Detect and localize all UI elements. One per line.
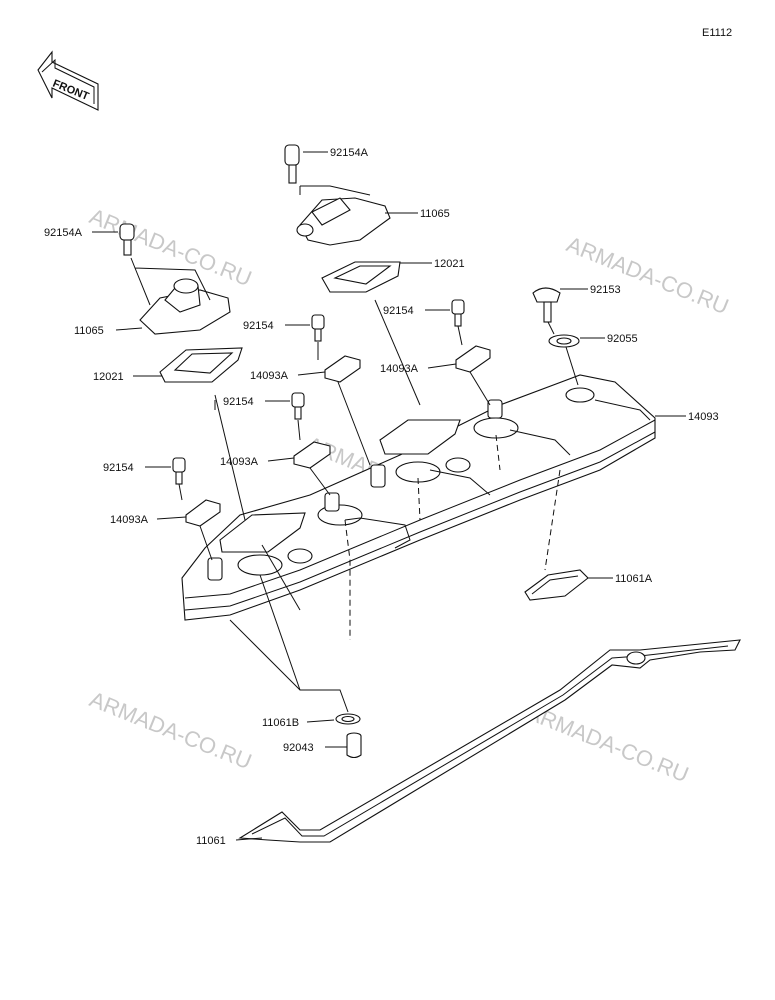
- label-14093A-c: 14093A: [220, 456, 259, 468]
- label-92154-d: 92154: [103, 462, 134, 474]
- bolt-92153: [532, 287, 561, 323]
- assembly-lines: [130, 185, 579, 713]
- watermark: ARMADA-CO.RU: [523, 699, 692, 787]
- watermark: ARMADA-CO.RU: [86, 203, 255, 291]
- label-11065-left: 11065: [74, 325, 104, 337]
- label-14093A-d: 14093A: [110, 514, 149, 526]
- grommet-14093A-c: [293, 441, 331, 469]
- breather-cover-11065-top: [296, 197, 391, 246]
- grommet-14093A-a: [324, 355, 361, 383]
- gasket-12021-top: [321, 261, 401, 293]
- label-92154-b: 92154: [383, 305, 414, 317]
- label-11065-top: 11065: [420, 208, 450, 220]
- bolt-92154-b: [451, 299, 465, 327]
- cylinder-head-cover-14093: [181, 374, 656, 621]
- diagram-code: E1112: [702, 27, 732, 39]
- label-12021-top: 12021: [434, 258, 465, 270]
- gasket-11061: [238, 639, 741, 843]
- label-11061: 11061: [196, 835, 226, 847]
- bolt-92154-a: [311, 314, 325, 342]
- label-92154A-top: 92154A: [330, 147, 369, 159]
- dowel-92043: [346, 732, 362, 759]
- bolt-92154A-top: [284, 144, 300, 184]
- label-92043: 92043: [283, 742, 314, 754]
- gasket-11061A: [524, 569, 589, 601]
- bolt-92154-c: [291, 392, 305, 420]
- front-arrow-icon: FRONT: [37, 50, 99, 111]
- label-92154-c: 92154: [223, 396, 254, 408]
- gasket-12021-left: [159, 347, 243, 383]
- breather-cover-11065-left: [139, 278, 231, 335]
- label-14093A-b: 14093A: [380, 363, 419, 375]
- grommet-14093A-d: [185, 499, 221, 527]
- label-14093A-a: 14093A: [250, 370, 289, 382]
- washer-92055: [548, 334, 580, 348]
- watermark: ARMADA-CO.RU: [563, 231, 732, 319]
- label-11061A: 11061A: [615, 573, 653, 585]
- grommet-14093A-b: [455, 345, 491, 373]
- label-11061B: 11061B: [262, 717, 299, 729]
- label-92153: 92153: [590, 284, 621, 296]
- seal-11061B: [335, 713, 361, 725]
- bolt-92154A-left: [119, 223, 135, 256]
- label-12021-left: 12021: [93, 371, 124, 383]
- watermark: ARMADA-CO.RU: [86, 686, 255, 774]
- part-labels: 92154A 11065 92154A 12021 92153 11065 92…: [44, 147, 719, 847]
- label-14093: 14093: [688, 411, 719, 423]
- label-92055: 92055: [607, 333, 638, 345]
- label-92154A-left: 92154A: [44, 227, 83, 239]
- bolt-92154-d: [172, 457, 186, 485]
- callout-leaders: [92, 151, 686, 841]
- label-92154-a: 92154: [243, 320, 274, 332]
